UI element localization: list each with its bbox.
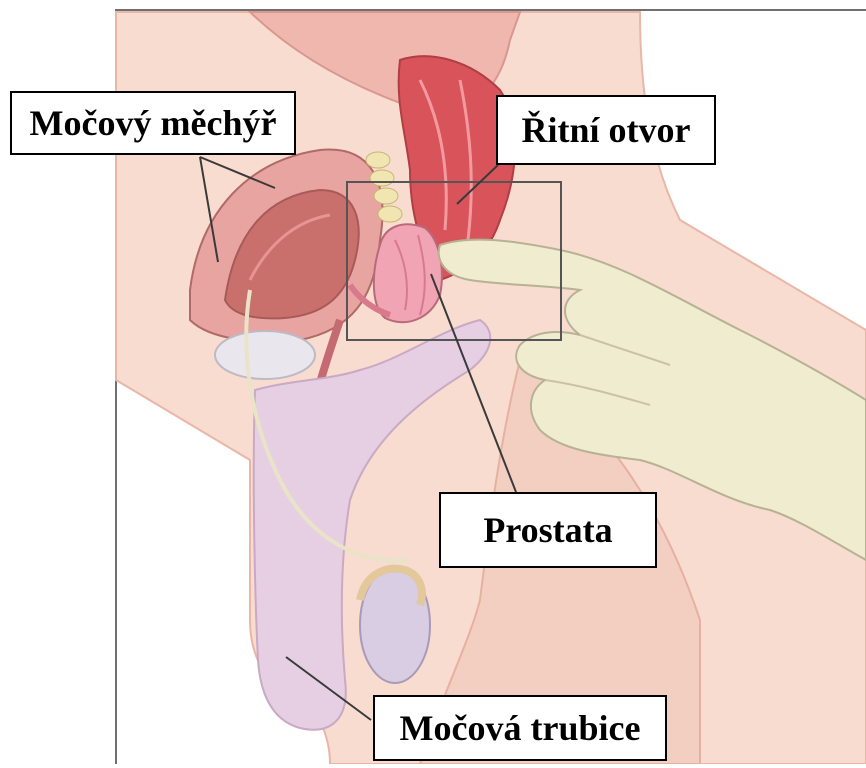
pubic-bone [215,331,315,379]
label-bladder: Močový měchýř [10,91,296,155]
label-urethra: Močová trubice [373,695,667,761]
label-anus: Řitní otvor [496,95,716,165]
testis [360,567,430,683]
label-prostate: Prostata [439,492,657,568]
